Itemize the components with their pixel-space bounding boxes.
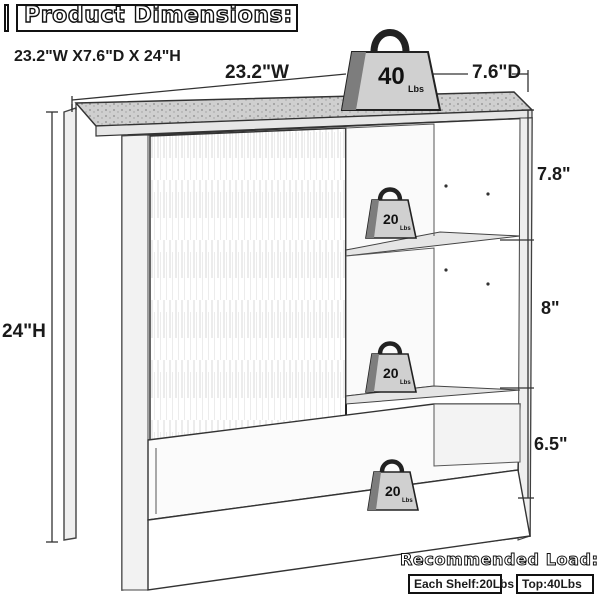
cabinet-side-panel [63,107,77,541]
each-shelf-load-badge: Each Shelf:20Lbs [408,574,514,594]
dimensions-summary: 23.2"W X7.6"D X 24"H [14,48,181,65]
page-title: Product Dimensions: [23,2,293,28]
title-banner: Product Dimensions: [4,2,298,32]
shelf-weight-unit: Lbs [402,498,413,504]
shelf-weight-number: 20 [383,365,399,381]
shelf-weight-number: 20 [383,211,399,227]
height-label: 24"H [2,321,46,342]
shelf-weight-icon: 20 Lbs [367,459,419,511]
title-accent-bar [4,4,9,32]
depth-label: 7.6"D [472,62,522,83]
shelf-weight-icon: 20 Lbs [365,187,417,239]
dimension-lines [46,70,534,543]
shelf-weight-unit: Lbs [400,226,411,232]
width-label: 23.2"W [225,62,289,83]
top-weight-icon: 40 Lbs [340,29,442,111]
shelf-height-label-middle: 8" [541,298,560,318]
shelf-weight-icon: 20 Lbs [365,341,417,393]
shelf-height-label-bottom: 6.5" [534,434,568,454]
sliding-door [149,127,347,441]
top-load-badge: Top:40Lbs [516,574,594,594]
shelf-weight-unit: Lbs [400,380,411,386]
top-weight-number: 40 [378,63,405,90]
title-frame [16,4,298,32]
shelf-height-label-top: 7.8" [537,164,571,184]
recommended-load-title: Recommended Load: [400,550,599,570]
shelf-weight-number: 20 [385,483,401,499]
top-weight-unit: Lbs [408,84,424,94]
